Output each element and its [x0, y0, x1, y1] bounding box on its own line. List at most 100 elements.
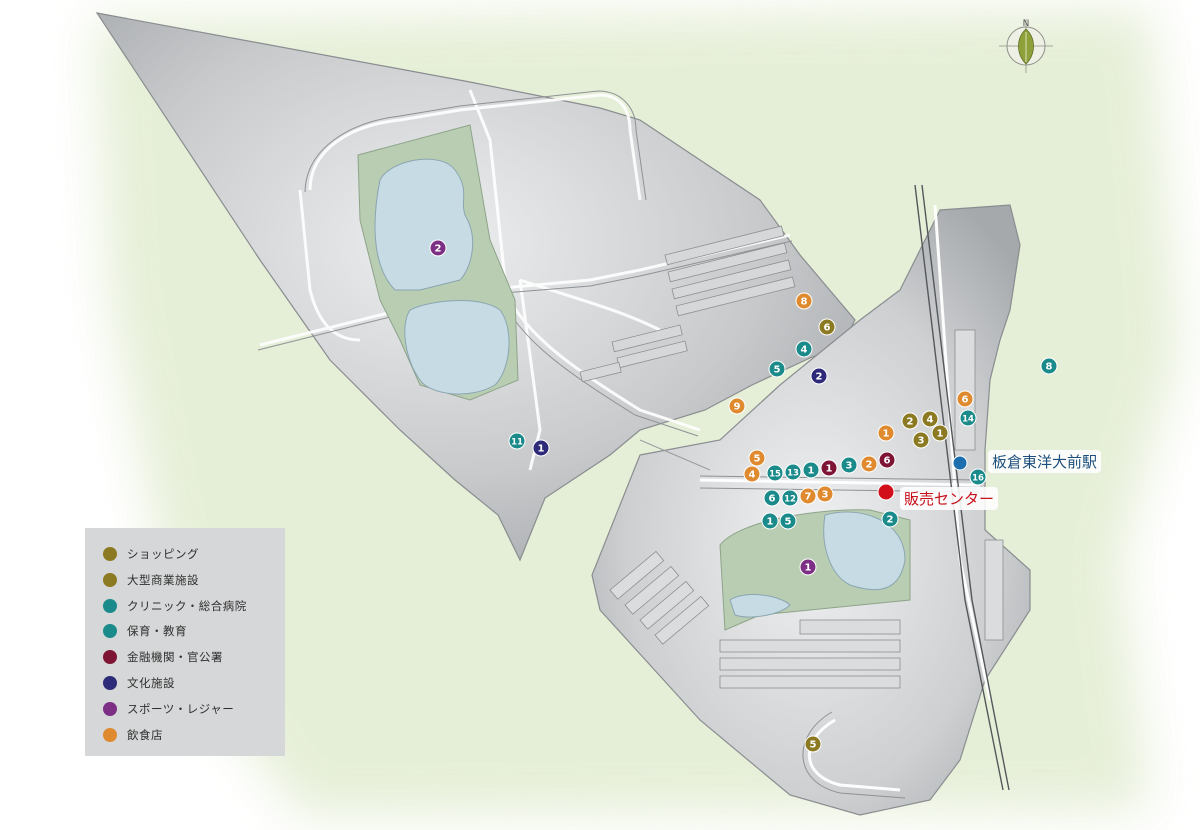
facility-marker-shopping-3[interactable]: 3 — [912, 431, 930, 449]
marker-number: 1 — [883, 429, 890, 440]
facility-marker-clinic-5[interactable]: 5 — [768, 360, 786, 378]
facility-marker-childcare-education-13[interactable]: 13 — [784, 463, 802, 481]
facility-marker-childcare-education-11[interactable]: 11 — [508, 432, 526, 450]
marker-number: 6 — [962, 395, 969, 406]
marker-number: 5 — [754, 454, 761, 465]
facility-marker-shopping-5[interactable]: 5 — [804, 735, 822, 753]
facility-marker-culture-2[interactable]: 2 — [810, 367, 828, 385]
compass-north-label: N — [1023, 19, 1030, 29]
facility-marker-finance-public-1[interactable]: 1 — [820, 459, 838, 477]
marker-dot-icon — [429, 239, 447, 257]
facility-marker-clinic-1[interactable]: 1 — [802, 461, 820, 479]
marker-dot-icon — [784, 463, 802, 481]
marker-number: 6 — [824, 323, 831, 334]
facility-marker-food-4[interactable]: 4 — [743, 465, 761, 483]
marker-dot-icon — [763, 489, 781, 507]
marker-dot-icon — [743, 465, 761, 483]
facility-marker-childcare-education-15[interactable]: 15 — [766, 464, 784, 482]
marker-number: 5 — [774, 365, 781, 376]
connector-road — [639, 439, 711, 471]
marker-number: 13 — [787, 469, 799, 479]
marker-number: 4 — [801, 345, 808, 356]
facility-marker-food-9[interactable]: 9 — [728, 397, 746, 415]
facility-marker-food-6[interactable]: 6 — [956, 390, 974, 408]
marker-number: 1 — [826, 464, 833, 475]
housing-grid-east — [609, 329, 1004, 689]
marker-number: 2 — [435, 244, 442, 255]
marker-dot-icon — [810, 367, 828, 385]
marker-dot-icon — [799, 558, 817, 576]
facility-marker-shopping-1[interactable]: 1 — [931, 424, 949, 442]
facility-marker-sports-2[interactable]: 2 — [429, 239, 447, 257]
legend-label: ショッピング — [127, 547, 199, 561]
marker-number: 3 — [918, 436, 925, 447]
legend-label: クリニック・総合病院 — [127, 598, 247, 613]
facility-marker-food-2[interactable]: 2 — [860, 455, 878, 473]
legend-dot-icon — [103, 727, 117, 742]
facility-marker-shopping-2[interactable]: 2 — [901, 412, 919, 430]
facility-marker-childcare-education-14[interactable]: 14 — [959, 409, 977, 427]
legend-label: 大型商業施設 — [127, 572, 199, 587]
facility-marker-food-8[interactable]: 8 — [795, 292, 813, 310]
facility-marker-childcare-education-12[interactable]: 12 — [781, 489, 799, 507]
facility-marker-childcare-education-16[interactable]: 16 — [969, 468, 987, 486]
compass-icon — [999, 19, 1053, 73]
marker-dot-icon — [748, 449, 766, 467]
facility-marker-childcare-education-6[interactable]: 6 — [763, 489, 781, 507]
marker-dot-icon — [860, 455, 878, 473]
facility-marker-food-7[interactable]: 7 — [799, 487, 817, 505]
marker-number: 1 — [538, 444, 545, 455]
facility-marker-finance-public-6[interactable]: 6 — [878, 451, 896, 469]
facility-marker-culture-1[interactable]: 1 — [532, 439, 550, 457]
station-label: 板倉東洋大前駅 — [988, 450, 1102, 473]
sales-center-label: 販売センター — [900, 487, 999, 510]
facility-marker-sports-1[interactable]: 1 — [799, 558, 817, 576]
marker-number: 8 — [1046, 362, 1053, 373]
marker-dot-icon — [768, 360, 786, 378]
legend-item-shopping: ショッピング — [103, 544, 199, 564]
marker-dot-icon — [799, 487, 817, 505]
marker-number: 8 — [801, 297, 808, 308]
marker-number: 1 — [808, 466, 815, 477]
marker-number: 5 — [785, 517, 792, 528]
marker-number: 2 — [816, 372, 823, 383]
marker-dot-icon — [877, 424, 895, 442]
marker-dot-icon — [901, 412, 919, 430]
marker-dot-icon — [878, 451, 896, 469]
facility-marker-food-3[interactable]: 3 — [816, 485, 834, 503]
marker-number: 2 — [907, 417, 914, 428]
marker-number: 4 — [927, 415, 934, 426]
housing-rows-north — [579, 225, 796, 383]
legend-item-childcare-education: 保育・教育 — [103, 621, 187, 641]
marker-number: 4 — [749, 470, 756, 481]
legend-label: スポーツ・レジャー — [127, 701, 235, 716]
legend-dot-icon — [103, 572, 117, 587]
facility-marker-shopping-4[interactable]: 4 — [921, 410, 939, 428]
legend-dot-icon — [103, 650, 117, 665]
facility-marker-shopping-6[interactable]: 6 — [818, 318, 836, 336]
marker-number: 12 — [784, 495, 796, 505]
facility-marker-childcare-education-8[interactable]: 8 — [1040, 357, 1058, 375]
facility-marker-clinic-2[interactable]: 2 — [881, 510, 899, 528]
facility-marker-food-5[interactable]: 5 — [748, 449, 766, 467]
facility-marker-clinic-4[interactable]: 4 — [795, 340, 813, 358]
facility-marker-food-1[interactable]: 1 — [877, 424, 895, 442]
facility-marker-childcare-education-5[interactable]: 5 — [779, 512, 797, 530]
legend-item-sports: スポーツ・レジャー — [103, 699, 234, 719]
marker-dot-icon — [532, 439, 550, 457]
east-district — [591, 204, 1031, 816]
legend-dot-icon — [103, 701, 117, 716]
legend-item-finance-public: 金融機関・官公署 — [103, 647, 223, 667]
marker-number: 11 — [511, 438, 523, 448]
marker-dot-icon — [881, 510, 899, 528]
facility-marker-clinic-3[interactable]: 3 — [840, 456, 858, 474]
marker-number: 5 — [810, 740, 817, 751]
marker-dot-icon — [959, 409, 977, 427]
facility-marker-childcare-education-1[interactable]: 1 — [761, 512, 779, 530]
marker-number: 16 — [972, 474, 984, 484]
roads-west — [259, 89, 791, 471]
marker-number: 3 — [822, 490, 829, 501]
